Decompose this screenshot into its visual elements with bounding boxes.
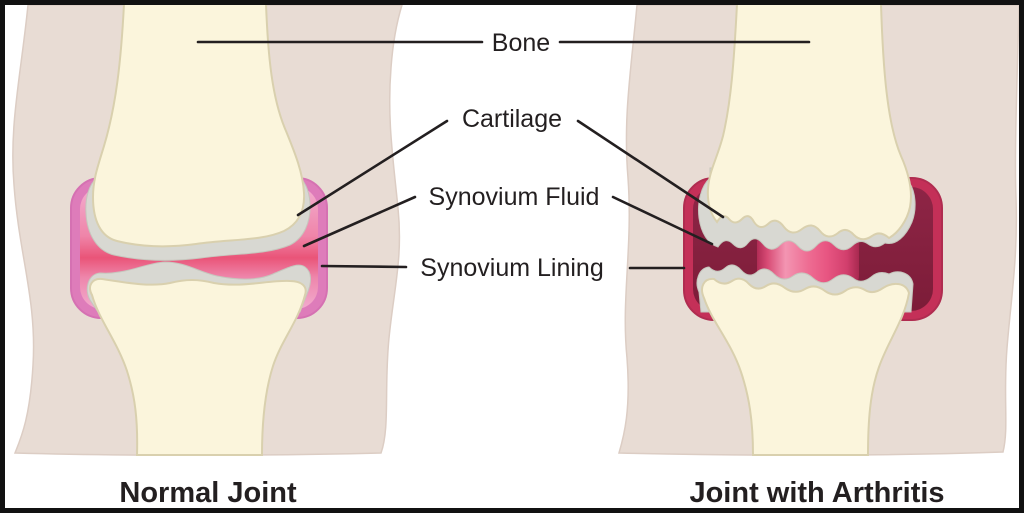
synovium-lining-leader-line-left	[320, 264, 408, 269]
cartilage-leader-line-left	[296, 119, 449, 217]
diagram-text: Bone Cartilage Synovium Fluid Synovium L…	[119, 29, 944, 509]
synovium-fluid-leader-line-left	[302, 195, 417, 248]
synovium-fluid-label: Synovium Fluid	[429, 183, 600, 211]
arthritis-fluid-column	[757, 232, 859, 286]
leader-lines	[196, 40, 811, 270]
cartilage-label: Cartilage	[462, 105, 562, 133]
synovium-lining-label: Synovium Lining	[420, 254, 603, 282]
synovium-fluid-leader-line-right	[611, 195, 714, 246]
arthritis-joint-caption: Joint with Arthritis	[689, 477, 944, 509]
normal-joint-illustration	[70, 3, 328, 456]
arthritis-upper-bone	[706, 3, 912, 241]
normal-upper-bone	[91, 3, 306, 248]
arthritis-lower-bone	[701, 277, 911, 456]
cartilage-leader-line-right	[576, 119, 725, 219]
normal-joint-caption: Normal Joint	[119, 477, 297, 509]
bone-label: Bone	[492, 29, 550, 57]
arthritis-joint-illustration	[683, 3, 943, 456]
normal-lower-bone	[89, 277, 307, 456]
